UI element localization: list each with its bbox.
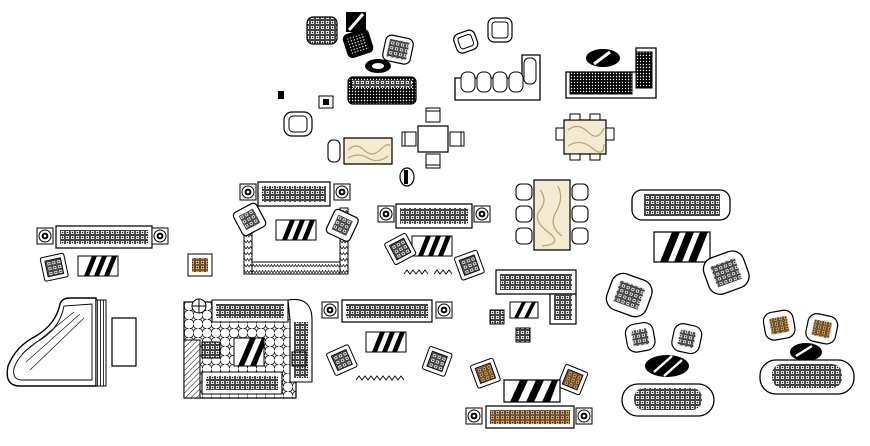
l-sectional-patterned [184, 299, 312, 398]
sectional-sofa-white-top [452, 18, 540, 100]
l-sofa-centre-right [490, 270, 576, 342]
grand-piano [7, 298, 136, 386]
armchair-cluster-top [278, 12, 416, 164]
living-set-bottom-centre [321, 300, 454, 380]
dining-table-wood-long-center [516, 180, 588, 250]
oval-sofa-set-right [622, 321, 714, 416]
living-set-right [603, 190, 752, 320]
orange-set-bottom [465, 357, 593, 428]
living-set-centre [377, 204, 491, 282]
sectional-sofa-black-top [566, 48, 656, 98]
living-set-left [36, 226, 212, 282]
dining-table-round-chairs-center [400, 107, 465, 186]
oval-sofa-set-far-right [760, 309, 854, 394]
dining-table-wood-top-right [556, 114, 614, 160]
living-set-centre-left [232, 182, 360, 274]
